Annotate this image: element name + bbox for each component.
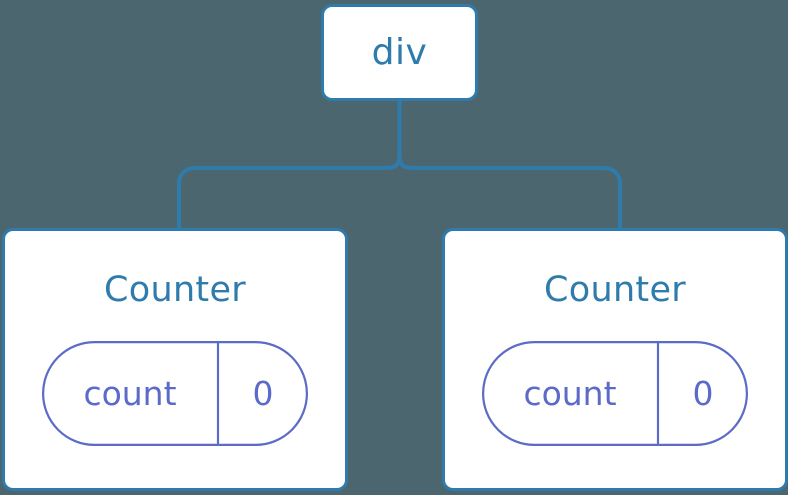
state-pill-left[interactable]: count 0 [42, 341, 308, 447]
state-pill-right-key: count [523, 374, 617, 413]
state-pill-right[interactable]: count 0 [482, 341, 748, 447]
node-root-div[interactable]: div [321, 4, 478, 101]
node-counter-right[interactable]: Counter count 0 [442, 228, 788, 491]
node-counter-left-label: Counter [104, 270, 246, 310]
state-pill-left-shape [42, 341, 308, 447]
state-pill-left-value: 0 [252, 374, 274, 413]
node-root-label: div [371, 31, 428, 73]
state-pill-right-shape [482, 341, 748, 447]
connector-left-branch [177, 154, 402, 228]
state-pill-right-value: 0 [692, 374, 714, 413]
node-counter-right-label: Counter [544, 270, 686, 310]
state-pill-left-key: count [83, 374, 177, 413]
connector-right-branch [397, 154, 622, 228]
node-counter-left[interactable]: Counter count 0 [2, 228, 348, 491]
